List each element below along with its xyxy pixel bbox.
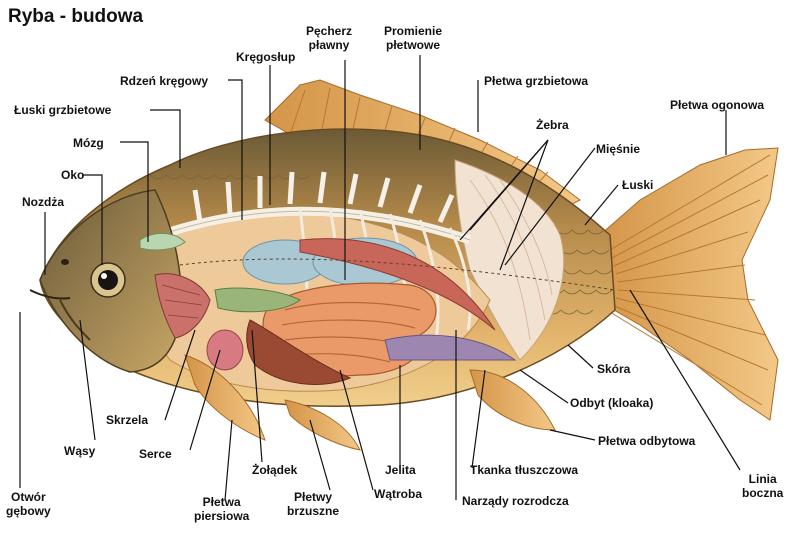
tail-fin [599,147,779,421]
label-zoladek: Żołądek [252,463,298,477]
page-title: Ryba - budowa [8,6,144,27]
label-narzady: Narządy rozrodcza [462,494,569,508]
gills [154,273,211,339]
label-serce: Serce [139,447,172,461]
label-oko: Oko [61,168,85,182]
label-otwor-gebowy: Otwór gębowy [6,490,51,518]
nostril [61,259,69,265]
heart [206,329,244,371]
pelvic-fin [284,399,361,451]
vertebrae [192,171,455,224]
lateral-line [179,258,616,291]
label-pletwa-grzbietowa: Płetwa grzbietowa [484,74,589,88]
label-mozg: Mózg [73,136,104,150]
label-promienie-pletwowe: Promienie płetwowe [384,24,443,52]
label-luski-grzbietowe: Łuski grzbietowe [14,103,112,117]
label-odbyt: Odbyt (kloaka) [570,396,654,410]
label-watroba: Wątroba [374,487,422,501]
label-pletwa-odbytowa: Płetwa odbytowa [598,434,696,448]
label-tkanka: Tkanka tłuszczowa [470,463,579,477]
label-linia-boczna: Linia boczna [742,472,784,500]
barbel [59,299,91,341]
mouth [29,289,71,300]
label-skora: Skóra [597,362,631,376]
pectoral-fin [184,354,266,441]
leader-lines [19,55,741,501]
anal-fin [469,369,556,431]
label-rdzen-kregowy: Rdzeń kręgowy [120,74,209,88]
tail-fin-rays [609,154,771,406]
label-wasy: Wąsy [64,444,96,458]
liver [246,319,352,385]
label-jelita: Jelita [385,463,416,477]
label-nozdza: Nozdża [22,195,64,209]
label-luski: Łuski [622,178,654,192]
label-kregoslup: Kręgosłup [236,50,296,64]
label-pletwa-piersiowa: Płetwa piersiowa [194,495,250,523]
label-skrzela: Skrzela [106,413,149,427]
stomach [214,287,301,313]
label-pletwy-brzuszne: Płetwy brzuszne [287,490,340,518]
label-pletwa-ogonowa: Płetwa ogonowa [670,98,765,112]
label-zebra: Żebra [536,118,569,132]
label-pecherz-plawny: Pęcherz pławny [306,24,353,52]
brain [139,233,186,251]
label-miesnie: Mięśnie [596,142,641,156]
